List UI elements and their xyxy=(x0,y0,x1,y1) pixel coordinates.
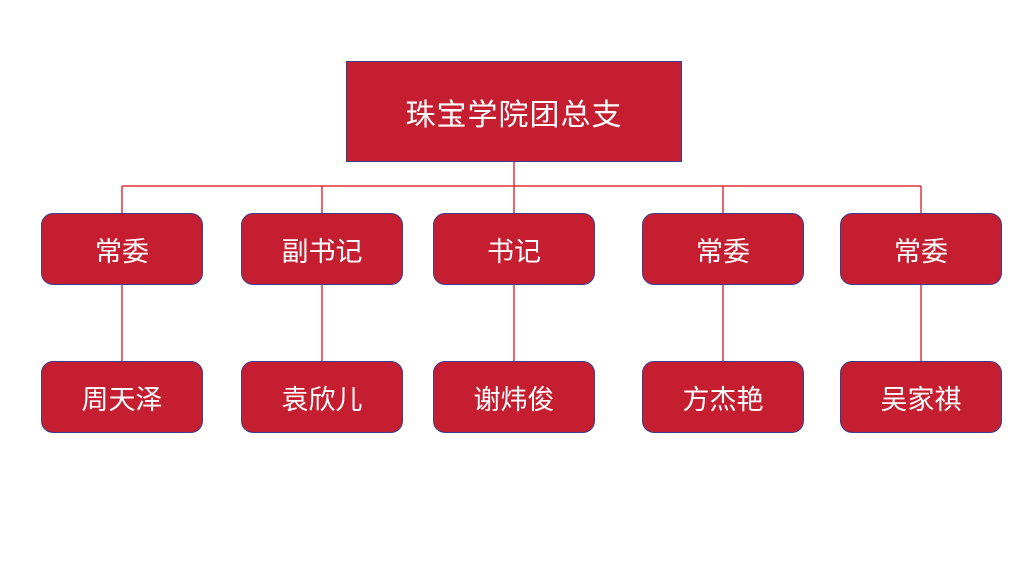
person-node-5: 吴家祺 xyxy=(840,361,1002,433)
role-node-label: 常委 xyxy=(696,236,750,268)
role-node-label: 副书记 xyxy=(281,236,363,268)
person-node-1: 周天泽 xyxy=(41,361,203,433)
role-node-4: 常委 xyxy=(642,213,804,285)
root-node-label: 珠宝学院团总支 xyxy=(405,97,623,133)
role-node-3: 书记 xyxy=(433,213,595,285)
person-node-4: 方杰艳 xyxy=(642,361,804,433)
person-node-3: 谢炜俊 xyxy=(433,361,595,433)
role-node-label: 常委 xyxy=(95,236,149,268)
role-node-label: 书记 xyxy=(487,236,541,268)
person-node-label: 周天泽 xyxy=(81,384,163,416)
role-node-2: 副书记 xyxy=(241,213,403,285)
person-node-label: 吴家祺 xyxy=(880,384,962,416)
role-node-label: 常委 xyxy=(894,236,948,268)
role-node-5: 常委 xyxy=(840,213,1002,285)
person-node-label: 袁欣儿 xyxy=(281,384,363,416)
role-node-1: 常委 xyxy=(41,213,203,285)
person-node-label: 谢炜俊 xyxy=(473,384,555,416)
person-node-label: 方杰艳 xyxy=(682,384,764,416)
person-node-2: 袁欣儿 xyxy=(241,361,403,433)
root-node: 珠宝学院团总支 xyxy=(346,61,682,162)
